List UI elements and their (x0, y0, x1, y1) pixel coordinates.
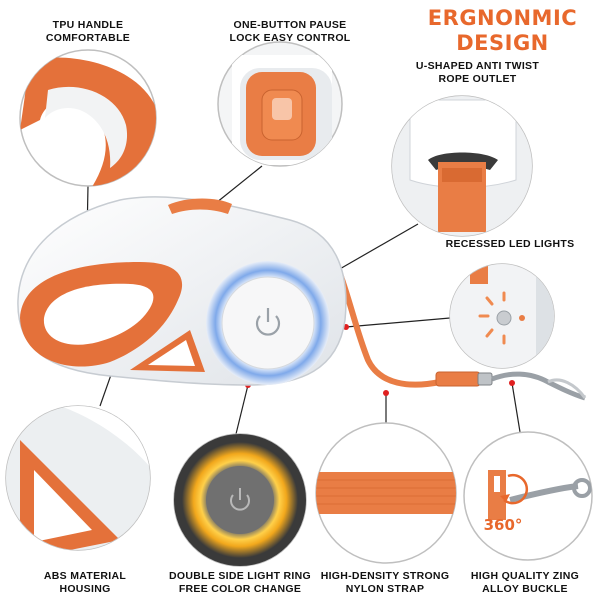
callout-tpu-handle (19, 49, 157, 187)
leash-housing (17, 196, 347, 386)
power-icon (255, 308, 281, 336)
label-tpu-handle: TPU HANDLE COMFORTABLE (45, 19, 131, 44)
label-abs-housing: ABS MATERIAL HOUSING (43, 570, 127, 595)
label-led-lights: RECESSED LED LIGHTS (445, 238, 575, 250)
label-one-button: ONE-BUTTON PAUSE LOCK EASY CONTROL (229, 19, 351, 44)
callout-one-button (217, 41, 343, 167)
callout-u-shaped (391, 95, 533, 237)
callout-abs-housing (5, 405, 151, 551)
led-sun-icon (478, 291, 512, 345)
label-u-shaped: U-SHAPED ANTI TWIST ROPE OUTLET (415, 60, 540, 85)
label-alloy-buckle: HIGH QUALITY ZING ALLOY BUCKLE (470, 570, 580, 595)
callout-light-ring (173, 433, 307, 567)
label-light-ring: DOUBLE SIDE LIGHT RING FREE COLOR CHANGE (169, 570, 311, 595)
label-nylon-strap: HIGH-DENSITY STRONG NYLON STRAP (320, 570, 450, 595)
leash-buckle (477, 371, 587, 401)
callout-alloy-buckle (463, 431, 593, 561)
badge-360: 360° (483, 516, 523, 534)
rotate-arrow-icon (500, 473, 529, 505)
page-title: ERGNONMIC DESIGN (427, 6, 578, 55)
callout-nylon-strap (315, 422, 457, 564)
callout-led-lights (449, 263, 555, 369)
